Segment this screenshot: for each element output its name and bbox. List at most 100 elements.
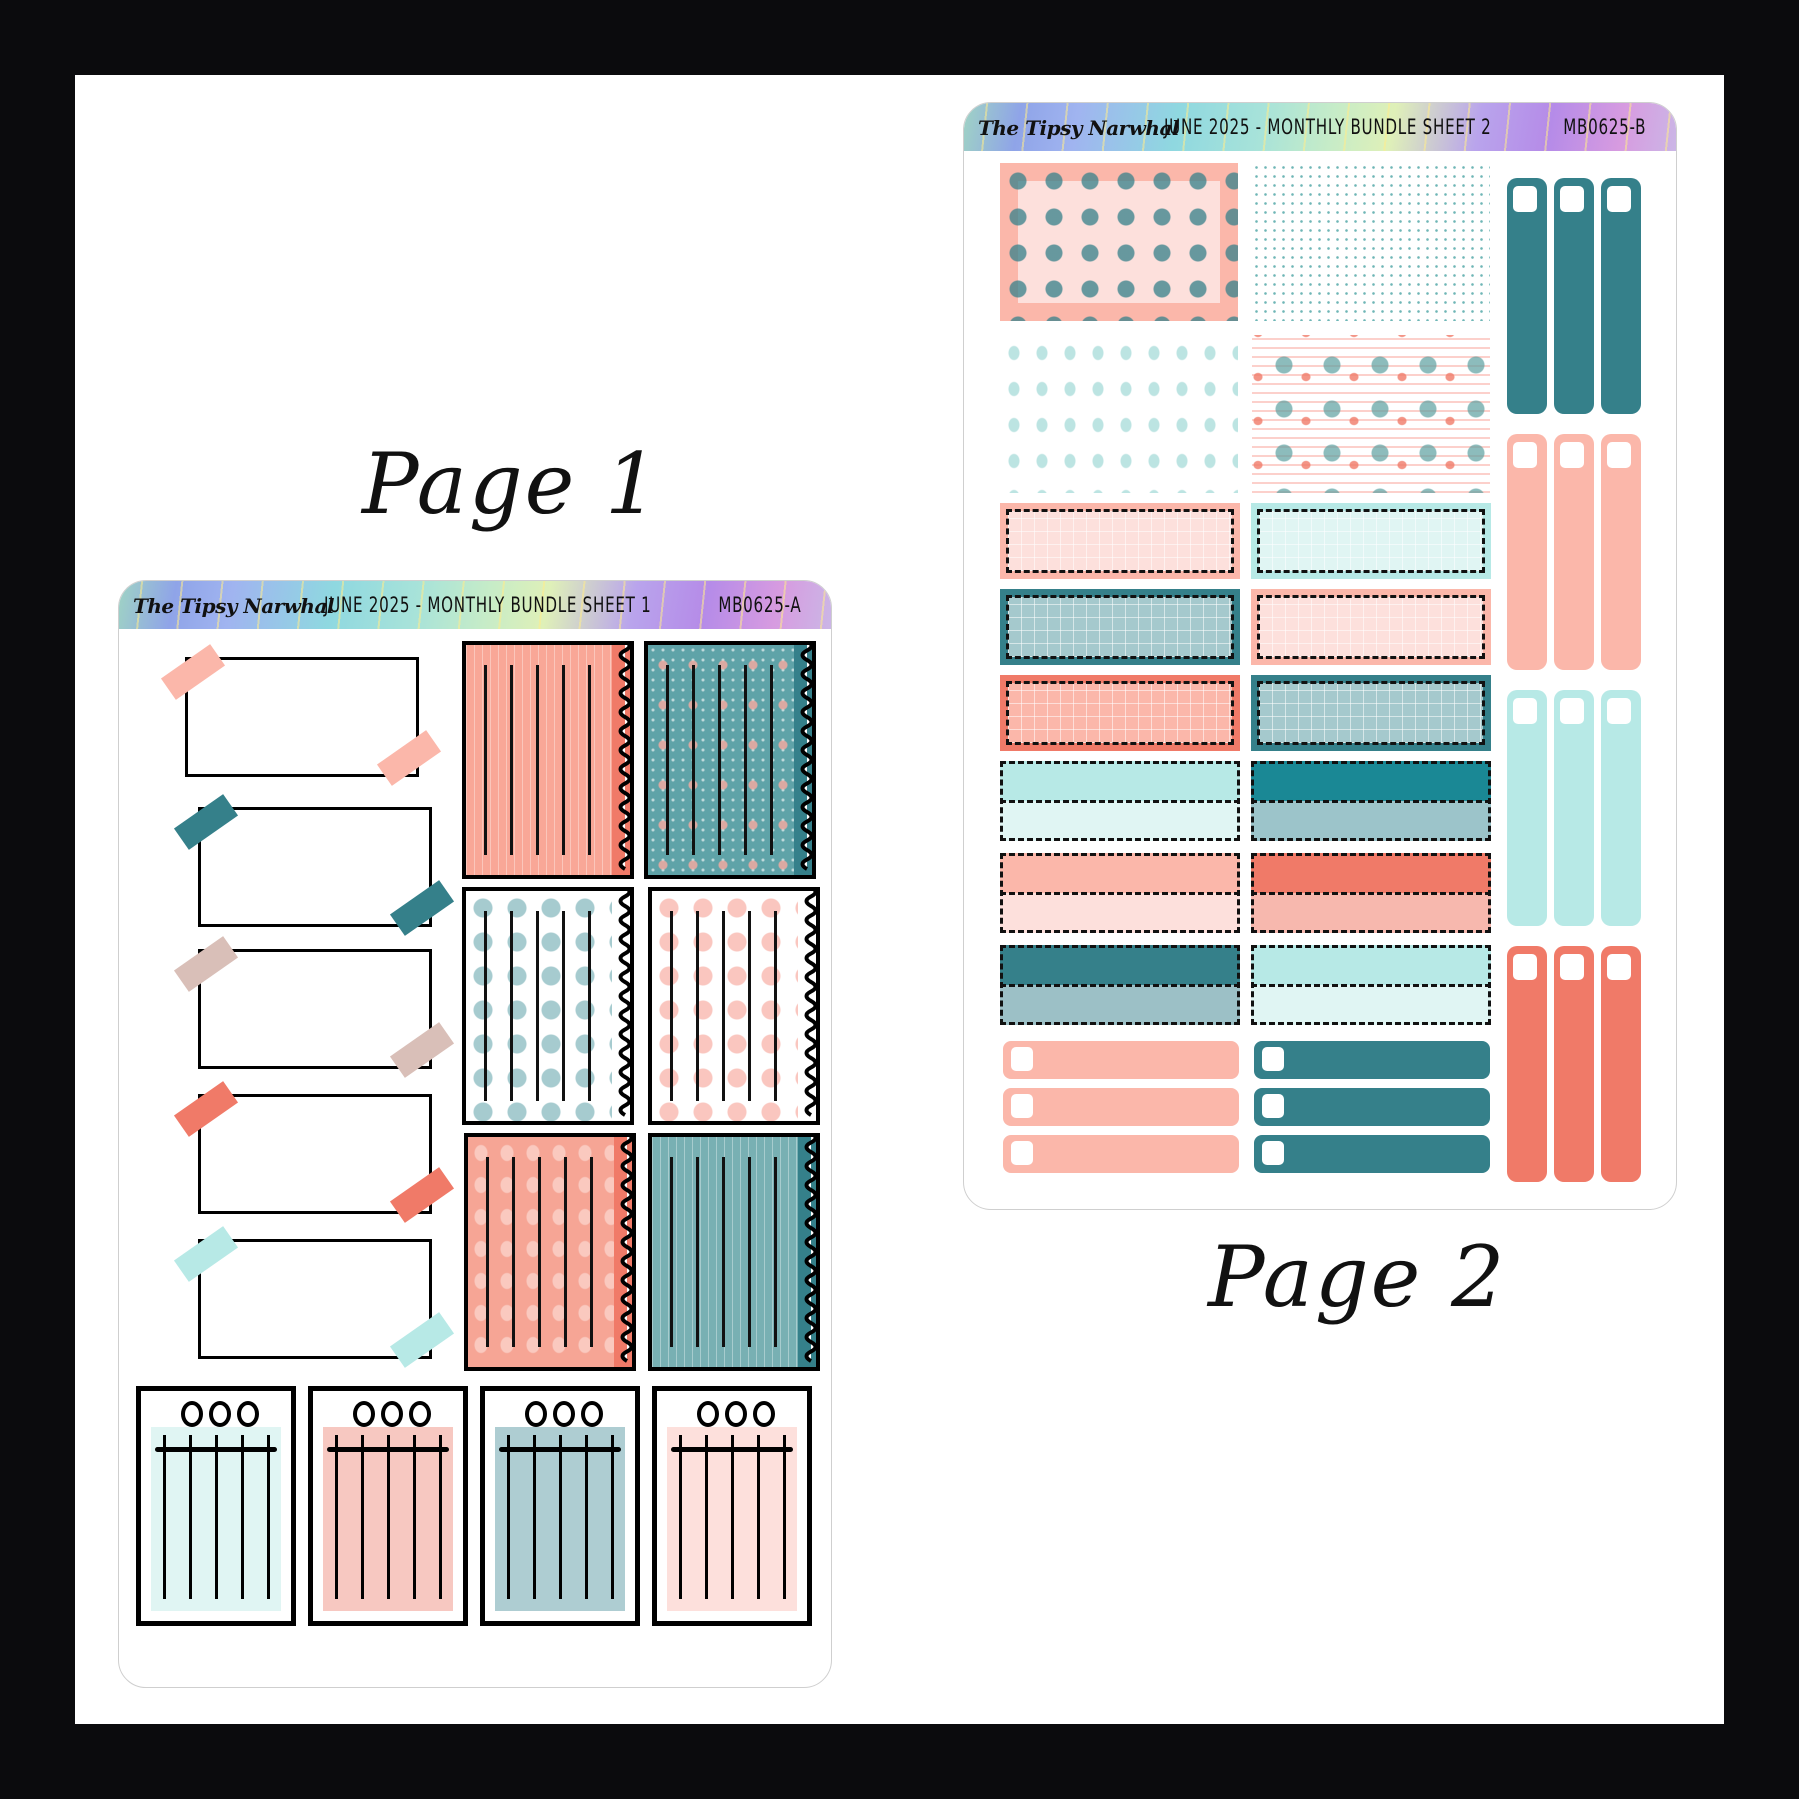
two-tone-sticker[interactable] — [1000, 853, 1240, 933]
wavy-lined-sticker[interactable] — [648, 1133, 820, 1371]
dashed-box-sticker[interactable] — [1251, 589, 1491, 665]
pattern-sticker-pineapple[interactable] — [1000, 335, 1238, 493]
checkbox[interactable] — [1607, 698, 1631, 724]
grid-fill — [1259, 683, 1483, 743]
column-line — [783, 1435, 786, 1599]
tape-note[interactable] — [173, 1226, 455, 1368]
column-line — [748, 911, 751, 1101]
top-half — [1000, 853, 1240, 893]
vertical-checkbox-strip[interactable] — [1554, 690, 1594, 926]
vertical-checkbox-strip[interactable] — [1507, 946, 1547, 1182]
checkbox[interactable] — [1262, 1141, 1284, 1165]
dashed-divider — [1000, 984, 1240, 987]
column-line — [744, 665, 747, 855]
checkbox[interactable] — [1560, 442, 1584, 468]
checkbox[interactable] — [1607, 954, 1631, 980]
column-line — [562, 911, 565, 1101]
wavy-lined-sticker[interactable] — [648, 887, 820, 1125]
dashed-box-sticker[interactable] — [1000, 589, 1240, 665]
dashed-outline — [1257, 681, 1485, 745]
checkbox[interactable] — [1011, 1094, 1033, 1118]
column-line — [189, 1435, 192, 1599]
vertical-checkbox-strip[interactable] — [1601, 178, 1641, 414]
checkbox[interactable] — [1607, 186, 1631, 212]
wavy-lined-sticker[interactable] — [462, 887, 634, 1125]
tape-note[interactable] — [173, 794, 455, 936]
column-line — [267, 1435, 270, 1599]
vertical-checkbox-strip[interactable] — [1554, 178, 1594, 414]
checkbox-strip[interactable] — [1003, 1041, 1239, 1079]
checkbox[interactable] — [1560, 954, 1584, 980]
sheet-code: MB0625-B — [1563, 115, 1646, 139]
two-tone-sticker[interactable] — [1000, 761, 1240, 841]
column-line — [588, 665, 591, 855]
checkbox[interactable] — [1262, 1047, 1284, 1071]
vertical-checkbox-strip[interactable] — [1554, 946, 1594, 1182]
vertical-checkbox-strip[interactable] — [1601, 946, 1641, 1182]
vertical-checkbox-strip[interactable] — [1507, 434, 1547, 670]
checkbox[interactable] — [1560, 698, 1584, 724]
ring-hole — [209, 1401, 231, 1427]
grid-fill — [1008, 683, 1232, 743]
checkbox[interactable] — [1011, 1141, 1033, 1165]
ring-hole — [353, 1401, 375, 1427]
pattern-sticker-flamingo[interactable] — [1252, 335, 1490, 493]
vertical-checkbox-strip[interactable] — [1601, 690, 1641, 926]
vertical-checkbox-strip[interactable] — [1507, 690, 1547, 926]
column-line — [559, 1435, 562, 1599]
ring-hole — [181, 1401, 203, 1427]
two-tone-sticker[interactable] — [1251, 853, 1491, 933]
checkbox-strip[interactable] — [1254, 1088, 1490, 1126]
wavy-lined-sticker[interactable] — [644, 641, 816, 879]
pattern-sticker-leaf-frame[interactable] — [1000, 163, 1238, 321]
column-line — [486, 1157, 489, 1347]
checkbox[interactable] — [1262, 1094, 1284, 1118]
tape-note[interactable] — [173, 1081, 455, 1223]
checkbox-strip[interactable] — [1003, 1135, 1239, 1173]
ring-hole — [553, 1401, 575, 1427]
two-tone-sticker[interactable] — [1251, 945, 1491, 1025]
dashed-divider — [1000, 892, 1240, 895]
tape-note[interactable] — [173, 936, 455, 1078]
checkbox[interactable] — [1513, 186, 1537, 212]
dashed-box-sticker[interactable] — [1251, 675, 1491, 751]
checkbox-strip[interactable] — [1254, 1041, 1490, 1079]
notepad-sticker[interactable] — [136, 1386, 296, 1626]
checkbox-strip[interactable] — [1003, 1088, 1239, 1126]
notepad-sticker[interactable] — [308, 1386, 468, 1626]
checkbox[interactable] — [1513, 442, 1537, 468]
checkbox[interactable] — [1560, 186, 1584, 212]
column-line — [536, 911, 539, 1101]
wavy-lined-sticker[interactable] — [462, 641, 634, 879]
notepad-sticker[interactable] — [652, 1386, 812, 1626]
dashed-divider — [1251, 800, 1491, 803]
column-line — [413, 1435, 416, 1599]
dashed-box-sticker[interactable] — [1000, 675, 1240, 751]
vertical-checkbox-strip[interactable] — [1554, 434, 1594, 670]
pattern-sticker-dots[interactable] — [1252, 163, 1490, 321]
column-line — [731, 1435, 734, 1599]
tape-note[interactable] — [160, 644, 442, 786]
checkbox[interactable] — [1607, 442, 1631, 468]
vertical-checkbox-strip[interactable] — [1507, 178, 1547, 414]
checkbox[interactable] — [1011, 1047, 1033, 1071]
column-line — [484, 665, 487, 855]
notepad-sticker[interactable] — [480, 1386, 640, 1626]
checkbox[interactable] — [1513, 954, 1537, 980]
dashed-box-sticker[interactable] — [1251, 503, 1491, 579]
column-line — [510, 665, 513, 855]
two-tone-sticker[interactable] — [1000, 945, 1240, 1025]
dashed-divider — [1251, 984, 1491, 987]
wavy-lined-sticker[interactable] — [464, 1133, 636, 1371]
dashed-outline — [1257, 595, 1485, 659]
wavy-edge — [804, 891, 816, 1117]
column-line — [564, 1157, 567, 1347]
checkbox[interactable] — [1513, 698, 1537, 724]
checkbox-strip[interactable] — [1254, 1135, 1490, 1173]
column-line — [696, 911, 699, 1101]
dashed-box-sticker[interactable] — [1000, 503, 1240, 579]
two-tone-sticker[interactable] — [1251, 761, 1491, 841]
vertical-checkbox-strip[interactable] — [1601, 434, 1641, 670]
column-line — [774, 1157, 777, 1347]
top-half — [1251, 853, 1491, 893]
